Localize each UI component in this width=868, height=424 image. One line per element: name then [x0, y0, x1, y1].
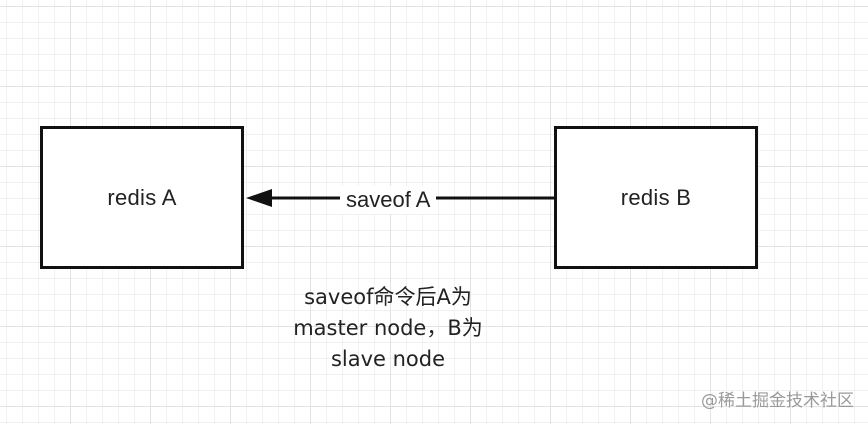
watermark: @稀土掘金技术社区 [701, 391, 854, 411]
note-line-2: master node，B为 [293, 316, 483, 340]
note-line-3: slave node [330, 347, 446, 371]
arrow-head [246, 189, 272, 207]
redis-a-node: redis A [40, 126, 244, 269]
annotation-note: saveof命令后A为 master node，B为 slave node [258, 282, 518, 375]
note-line-1: saveof命令后A为 [304, 285, 472, 309]
arrow-label: saveof A [340, 186, 437, 214]
redis-b-node: redis B [554, 126, 758, 269]
redis-b-label: redis B [620, 184, 692, 210]
redis-a-label: redis A [107, 184, 177, 210]
